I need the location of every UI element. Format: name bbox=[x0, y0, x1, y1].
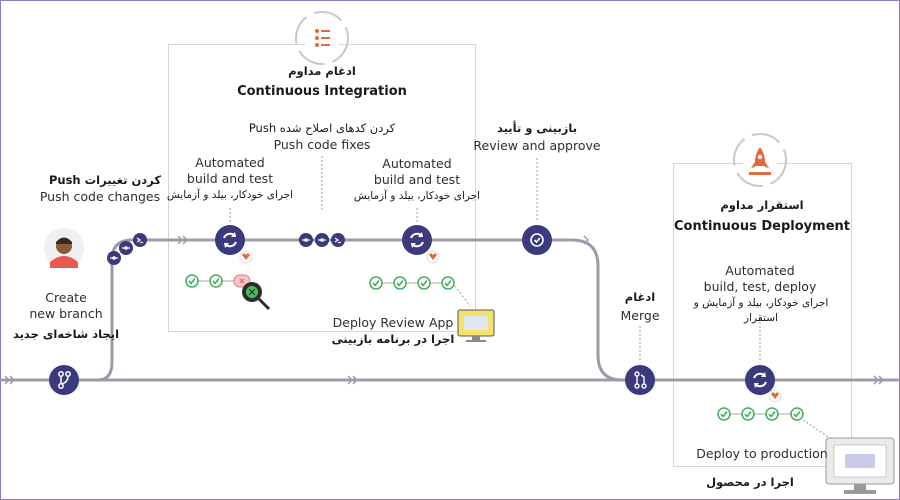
pipeline-status-row bbox=[717, 407, 804, 421]
build1-en2: build and test bbox=[186, 171, 274, 186]
build2-fa: اجرای خودکار، بیلد و آزمایش bbox=[353, 190, 481, 202]
checklist-icon bbox=[295, 11, 349, 65]
terminal-icon bbox=[331, 233, 345, 247]
fox-icon bbox=[239, 250, 253, 264]
rotate-arrows-icon bbox=[215, 225, 245, 255]
create-branch-en1: Create bbox=[45, 290, 87, 305]
merge-icon bbox=[625, 365, 655, 395]
build1-en1: Automated bbox=[195, 155, 265, 170]
branch-icon bbox=[49, 365, 79, 395]
rotate-arrows-icon bbox=[402, 225, 432, 255]
create-branch-fa: ایجاد شاخه‌ای جدید bbox=[12, 327, 120, 341]
ci-title-fa: ادغام مداوم bbox=[288, 64, 356, 78]
review-app-en: Deploy Review App bbox=[332, 315, 454, 330]
arrow-icon bbox=[4, 235, 885, 385]
build2-en2: build and test bbox=[373, 172, 461, 187]
terminal-icon bbox=[133, 233, 147, 247]
cd-build-fa: اجرای خودکار، بیلد و آزمایش و استقرار bbox=[693, 297, 829, 324]
merge-fa: ادغام bbox=[624, 290, 656, 304]
avatar bbox=[44, 228, 84, 268]
production-fa: اجرا در محصول bbox=[706, 475, 794, 489]
commit-icon bbox=[119, 241, 133, 255]
pipeline-status-row bbox=[369, 276, 455, 290]
bug-icon bbox=[242, 282, 271, 311]
check-icon bbox=[522, 225, 552, 255]
feature-branch-line bbox=[64, 238, 623, 382]
production-en: Deploy to production bbox=[696, 446, 828, 461]
cd-title-en: Continuous Deployment bbox=[674, 219, 850, 234]
review-en: Review and approve bbox=[473, 138, 601, 153]
fox-icon bbox=[426, 250, 440, 264]
cd-build-en1: Automated bbox=[725, 263, 795, 278]
build2-en1: Automated bbox=[382, 156, 452, 171]
push-fixes-en: Push code fixes bbox=[273, 137, 371, 152]
cd-title-fa: استقرار مداوم bbox=[720, 198, 804, 212]
commit-icon bbox=[315, 233, 329, 247]
commit-icon bbox=[299, 233, 313, 247]
commit-icon bbox=[107, 251, 121, 265]
push-changes-en: Push code changes bbox=[39, 189, 161, 204]
push-fixes-fa: Push کردن کدهای اصلاح شده bbox=[248, 121, 396, 135]
review-fa: بازبینی و تأیید bbox=[496, 121, 578, 135]
cd-build-en2: build, test, deploy bbox=[703, 279, 817, 294]
build1-fa: اجرای خودکار، بیلد و آزمایش bbox=[166, 189, 294, 201]
create-branch-en2: new branch bbox=[29, 306, 103, 321]
monitor-icon bbox=[825, 437, 895, 494]
merge-en: Merge bbox=[620, 308, 660, 323]
pipeline-status-row bbox=[185, 274, 251, 288]
fox-icon bbox=[768, 389, 782, 403]
rotate-arrows-icon bbox=[745, 365, 775, 395]
review-app-fa: اجرا در برنامه بازبینی bbox=[331, 332, 455, 346]
push-changes-fa: Push کردن تغییرات bbox=[48, 173, 162, 187]
monitor-icon bbox=[457, 309, 495, 342]
ci-title-en: Continuous Integration bbox=[237, 84, 407, 99]
rocket-icon bbox=[733, 133, 787, 187]
